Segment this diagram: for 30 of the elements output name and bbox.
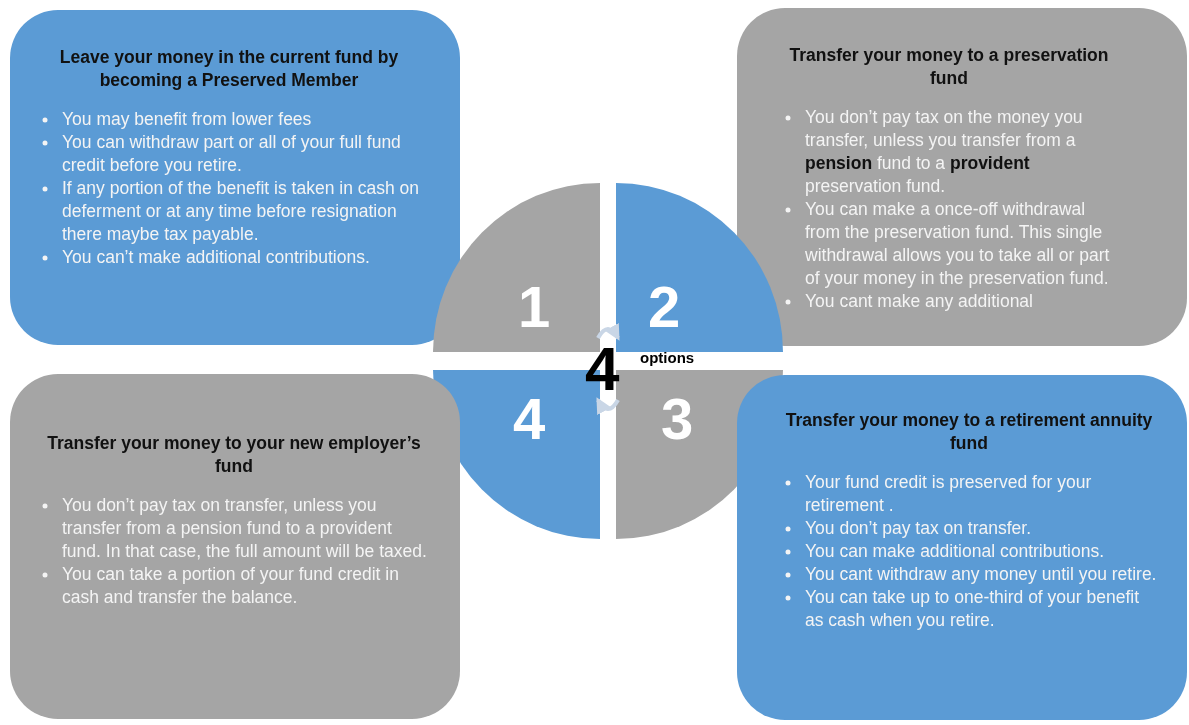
bullet-point-text: You can take a portion of your fund credit in cash and transfer the balance. — [62, 564, 399, 607]
option-number: 2 — [648, 278, 681, 336]
bullet-point-text: You don’t pay tax on transfer. — [805, 518, 1032, 538]
bullet-point-text: You cant withdraw any money until you retire. — [805, 564, 1157, 584]
option-card — [737, 375, 1187, 720]
option-heading: Transfer your money to your new employer’s fund — [46, 432, 422, 478]
bullet-point-text: You can’t make additional contributions. — [62, 247, 370, 267]
bullet-point-text: Your fund credit is preserved for your retirement . — [805, 472, 1092, 515]
option-number: 4 — [513, 390, 546, 448]
option-heading: Leave your money in the current fund by becoming a Preserved Member — [58, 46, 400, 92]
curved-arrow — [596, 322, 620, 341]
option-card — [737, 8, 1187, 346]
bullet-point-text: You can take up to one-third of your benefit as cash when you retire. — [805, 587, 1140, 630]
center-number: 4 — [585, 338, 620, 400]
bullet-point-text: You can make additional contributions. — [805, 541, 1104, 561]
option-card — [10, 374, 460, 719]
bullet-point-text: If any portion of the benefit is taken in cash on deferment or at any time before resignation there maybe tax payable. — [62, 178, 420, 244]
bullet-point-text: You can withdraw part or all of your full fund credit before you retire. — [62, 132, 401, 175]
option-card — [10, 10, 460, 345]
option-number: 1 — [518, 278, 551, 336]
bullet-point-text: You can make a once-off withdrawal from the preservation fund. This single withdrawal allows you to take all or part of your money in the preservation fund. — [805, 199, 1110, 288]
option-heading: Transfer your money to a preservation fund — [788, 44, 1110, 90]
bullet-point-text: You may benefit from lower fees — [62, 109, 312, 129]
bullet-point-text: You don’t pay tax on the money you transfer, unless you transfer from a pension fund to a provident preservation fund. — [805, 107, 1083, 196]
option-number: 3 — [661, 390, 694, 448]
bullet-point-text: You don’t pay tax on transfer, unless you transfer from a pension fund to a provident fund. In that case, the full amount will be taxed. — [62, 495, 427, 561]
bullet-point-text: You cant make any additional — [805, 291, 1033, 311]
curved-arrow — [596, 397, 620, 416]
center-caption: options — [640, 350, 695, 365]
option-heading: Transfer your money to a retirement annuity fund — [784, 409, 1154, 455]
